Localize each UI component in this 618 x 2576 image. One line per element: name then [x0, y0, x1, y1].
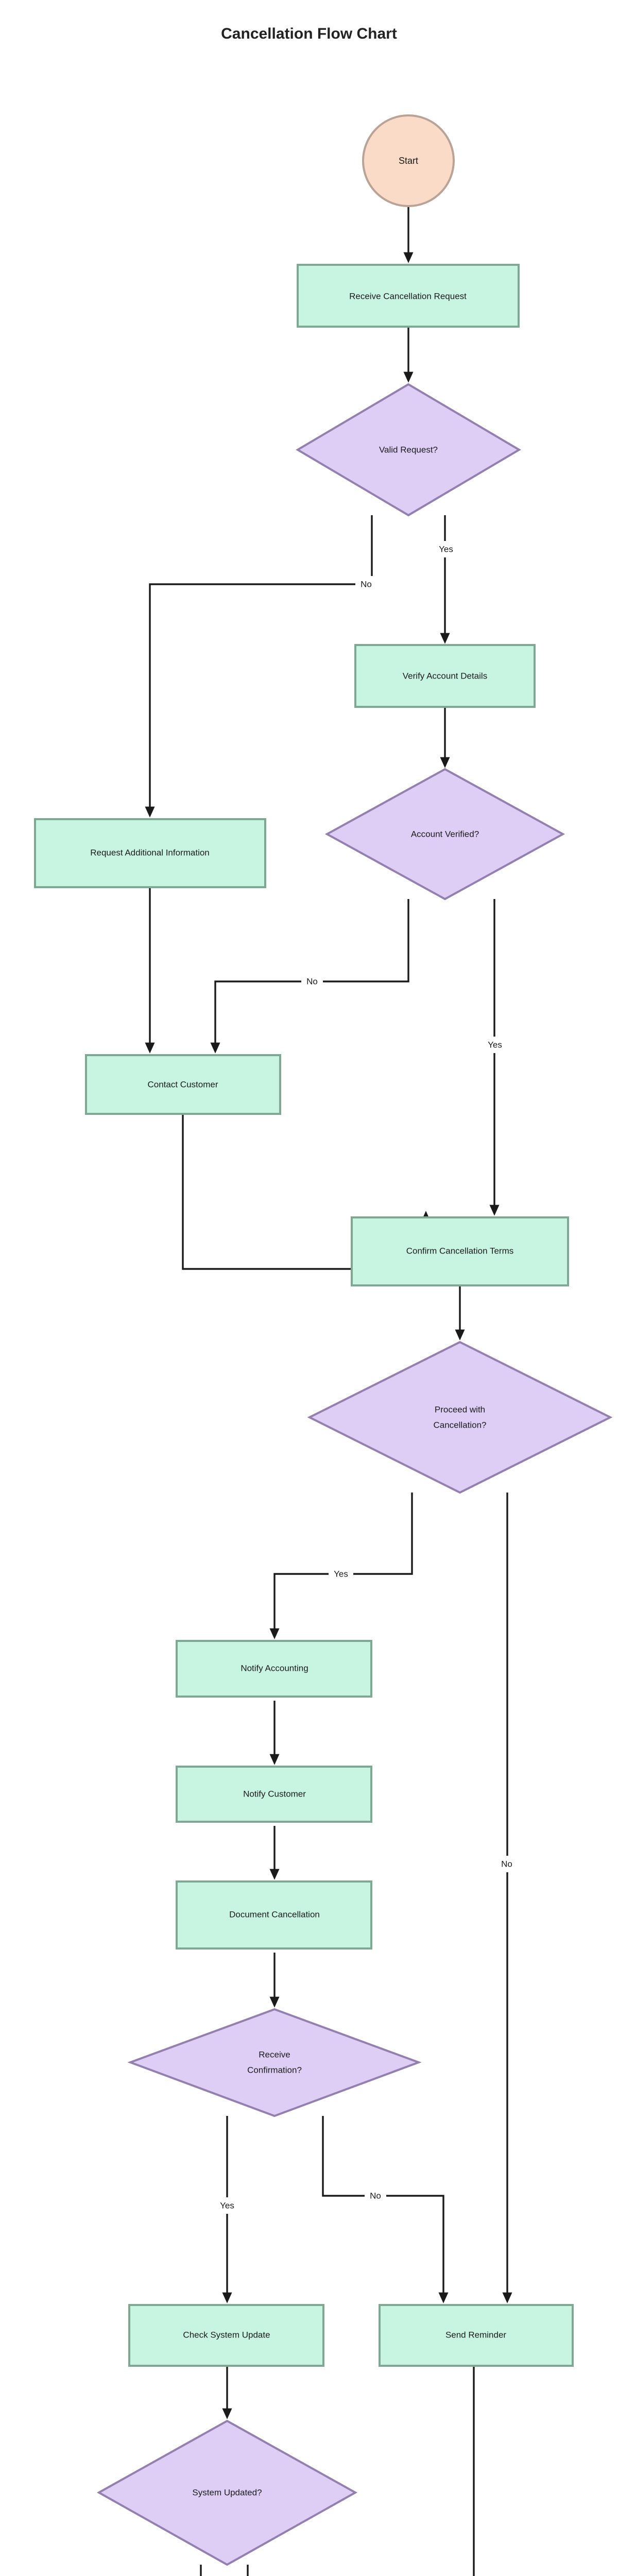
node-notify-accounting[interactable]: Notify Accounting [176, 1640, 372, 1698]
document-cancel-box[interactable] [176, 1880, 372, 1950]
node-notify-accounting-label: Notify Accounting [241, 1663, 308, 1673]
edge-label-bg [329, 1566, 353, 1582]
node-check-system[interactable]: Check System Update [128, 2304, 324, 2367]
edge-valid-request-to-request-info [145, 515, 373, 818]
node-valid-request[interactable]: Valid Request? [296, 383, 521, 517]
edge-label-bg [483, 1037, 507, 1053]
start-circle[interactable] [362, 114, 455, 207]
node-receive-request[interactable]: Receive Cancellation Request [297, 264, 520, 328]
node-valid-request-label: Valid Request? [379, 445, 438, 454]
node-receive-request-label: Receive Cancellation Request [349, 291, 467, 301]
node-check-system-label: Check System Update [183, 2330, 270, 2340]
node-document-cancel[interactable]: Document Cancellation [176, 1880, 372, 1950]
notify-accounting-box[interactable] [176, 1640, 372, 1698]
node-send-reminder[interactable]: Send Reminder [379, 2304, 574, 2367]
node-document-cancel-label: Document Cancellation [229, 1909, 320, 1919]
receive-confirm-diamond[interactable] [127, 2008, 422, 2117]
node-contact-customer-label: Contact Customer [148, 1079, 218, 1089]
send-reminder-box[interactable] [379, 2304, 574, 2367]
node-start[interactable]: Start [362, 114, 455, 207]
edge-label-proceed-yes: Yes [334, 1569, 348, 1579]
check-system-box[interactable] [128, 2304, 324, 2367]
node-confirm-terms[interactable]: Confirm Cancellation Terms [351, 1216, 569, 1286]
node-proceed-cancel-label-line1: Proceed with [435, 1404, 485, 1414]
node-notify-customer-label: Notify Customer [243, 1789, 306, 1799]
edge-label-verified-no: No [306, 976, 318, 986]
edge-label-bg [434, 541, 458, 557]
node-account-verified-label: Account Verified? [411, 829, 479, 839]
receive-request-box[interactable] [297, 264, 520, 328]
proceed-cancel-diamond[interactable] [307, 1341, 613, 1494]
node-verify-account[interactable]: Verify Account Details [354, 644, 536, 708]
node-start-label: Start [399, 156, 418, 166]
edge-label-valid-yes: Yes [439, 544, 453, 554]
node-request-info[interactable]: Request Additional Information [34, 818, 266, 888]
edge-label-bg [301, 973, 323, 990]
node-request-info-label: Request Additional Information [90, 848, 210, 857]
page-title: Cancellation Flow Chart [221, 25, 397, 42]
edge-label-bg [215, 2197, 239, 2214]
node-contact-customer[interactable]: Contact Customer [85, 1054, 281, 1115]
node-system-updated[interactable]: System Updated? [96, 2419, 358, 2566]
node-proceed-cancel[interactable]: Proceed with Cancellation? [307, 1341, 613, 1494]
node-receive-confirm[interactable]: Receive Confirmation? [127, 2008, 422, 2117]
edge-label-layer: No Yes No Yes Yes No Yes No No Yes [215, 541, 518, 2214]
node-layer: Start Receive Cancellation Request Valid… [34, 114, 613, 2566]
system-updated-diamond[interactable] [96, 2419, 358, 2566]
node-account-verified[interactable]: Account Verified? [324, 768, 565, 901]
verify-account-box[interactable] [354, 644, 536, 708]
contact-customer-box[interactable] [85, 1054, 281, 1115]
node-confirm-terms-label: Confirm Cancellation Terms [406, 1246, 513, 1256]
node-proceed-cancel-label-line2: Cancellation? [433, 1420, 486, 1430]
valid-request-diamond[interactable] [296, 383, 521, 517]
node-receive-confirm-label-line2: Confirmation? [247, 2065, 302, 2075]
edge-label-verified-yes: Yes [488, 1040, 502, 1049]
notify-customer-box[interactable] [176, 1766, 372, 1823]
account-verified-diamond[interactable] [324, 768, 565, 901]
node-notify-customer[interactable]: Notify Customer [176, 1766, 372, 1823]
edge-label-confirm-no: No [370, 2191, 381, 2200]
request-info-box[interactable] [34, 818, 266, 888]
edge-label-valid-no: No [360, 579, 372, 589]
edge-label-proceed-no: No [501, 1859, 512, 1869]
node-receive-confirm-label-line1: Receive [259, 2049, 290, 2059]
edge-label-confirm-yes: Yes [220, 2200, 234, 2210]
edge-label-bg [496, 1856, 518, 1872]
edge-label-bg [355, 576, 377, 592]
node-verify-account-label: Verify Account Details [403, 671, 487, 681]
confirm-terms-box[interactable] [351, 1216, 569, 1286]
edge-label-bg [365, 2188, 386, 2204]
node-send-reminder-label: Send Reminder [445, 2330, 506, 2340]
node-system-updated-label: System Updated? [192, 2487, 262, 2497]
